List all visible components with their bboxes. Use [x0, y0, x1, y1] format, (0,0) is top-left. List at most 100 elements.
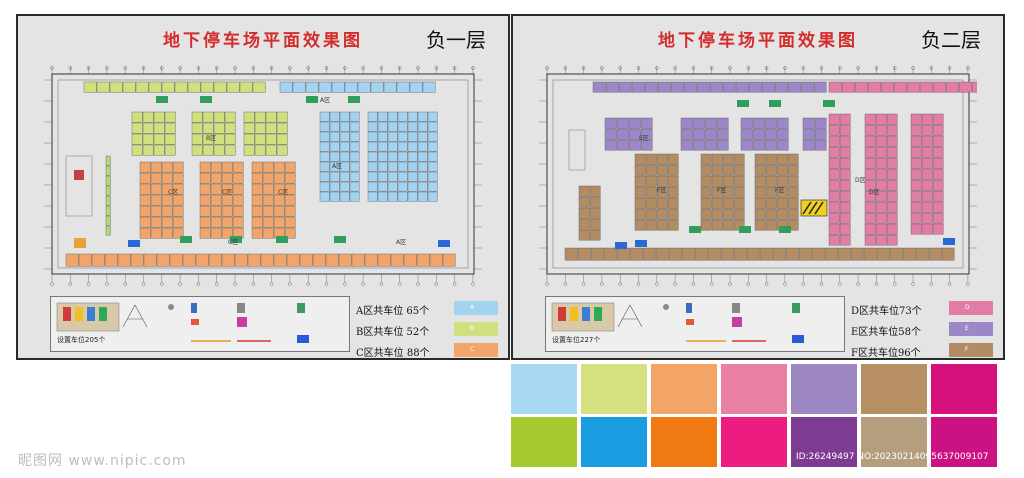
- parking-space: [417, 161, 428, 172]
- parking-space: [910, 113, 922, 125]
- parking-block: [279, 81, 436, 93]
- parking-space: [407, 151, 418, 162]
- parking-space: [131, 144, 143, 156]
- parking-space: [656, 197, 668, 209]
- axis-bubble: [68, 282, 72, 286]
- parking-space: [886, 190, 898, 202]
- parking-space: [667, 208, 679, 220]
- parking-space: [349, 121, 360, 132]
- parking-space: [195, 253, 209, 267]
- parking-block: [105, 155, 111, 236]
- parking-space: [202, 144, 214, 156]
- parking-space: [921, 190, 933, 202]
- parking-space: [319, 171, 330, 182]
- parking-space: [221, 183, 233, 195]
- parking-space: [694, 247, 708, 261]
- parking-space: [187, 81, 201, 93]
- parking-space: [776, 197, 788, 209]
- parking-space: [139, 172, 151, 184]
- parking-block: [592, 81, 827, 93]
- parking-space: [349, 171, 360, 182]
- parking-space: [628, 128, 641, 140]
- parking-space: [251, 227, 263, 239]
- parking-space: [864, 146, 876, 158]
- parking-space: [707, 247, 721, 261]
- parking-space: [417, 141, 428, 152]
- direction-sign: [689, 226, 701, 233]
- parking-space: [377, 131, 388, 142]
- axis-bubble: [966, 282, 970, 286]
- direction-sign: [348, 96, 360, 103]
- axis-bubble: [379, 282, 384, 286]
- parking-space: [740, 117, 753, 129]
- parking-space: [704, 128, 717, 140]
- parking-space: [139, 194, 151, 206]
- color-swatch: [861, 417, 927, 467]
- parking-space: [284, 183, 296, 195]
- parking-space: [252, 81, 266, 93]
- axis-bubble: [819, 282, 824, 286]
- parking-space: [700, 186, 712, 198]
- parking-space: [759, 247, 773, 261]
- parking-space: [339, 141, 350, 152]
- parking-space: [735, 81, 749, 93]
- parking-space: [276, 122, 288, 134]
- parking-space: [709, 81, 723, 93]
- parking-space: [199, 227, 211, 239]
- parking-space: [262, 172, 274, 184]
- parking-space: [273, 172, 285, 184]
- parking-space: [893, 81, 907, 93]
- parking-space: [915, 247, 929, 261]
- parking-space: [221, 216, 233, 228]
- equipment-room: [74, 170, 84, 180]
- parking-space: [265, 144, 277, 156]
- parking-space: [886, 212, 898, 224]
- parking-space: [604, 128, 617, 140]
- axis-bubble: [123, 66, 127, 70]
- parking-space: [305, 81, 319, 93]
- parking-space: [656, 175, 668, 187]
- parking-space: [722, 186, 734, 198]
- parking-space: [172, 216, 184, 228]
- parking-space: [339, 191, 350, 202]
- color-swatch: [861, 364, 927, 414]
- parking-space: [221, 205, 233, 217]
- axis-bubble: [50, 282, 54, 286]
- parking-space: [150, 216, 162, 228]
- axis-bubble: [874, 66, 879, 70]
- parking-space: [711, 164, 723, 176]
- parking-space: [603, 247, 617, 261]
- parking-space: [397, 191, 408, 202]
- parking-space: [776, 153, 788, 165]
- parking-space: [161, 172, 173, 184]
- parking-space: [262, 227, 274, 239]
- parking-space: [875, 113, 887, 125]
- parking-space: [921, 201, 933, 213]
- parking-space: [210, 183, 222, 195]
- color-swatch: [581, 364, 647, 414]
- parking-block: [578, 185, 601, 241]
- parking-space: [864, 113, 876, 125]
- parking-space: [634, 197, 646, 209]
- parking-space: [213, 122, 225, 134]
- zone-color-chip: D: [949, 301, 993, 315]
- parking-space: [417, 121, 428, 132]
- outer-wall: [51, 73, 475, 275]
- parking-space: [427, 111, 438, 122]
- parking-space: [273, 194, 285, 206]
- parking-space: [390, 253, 404, 267]
- parking-space: [704, 139, 717, 151]
- parking-space: [427, 171, 438, 182]
- parking-space: [407, 121, 418, 132]
- parking-space: [397, 111, 408, 122]
- parking-space: [839, 168, 851, 180]
- parking-space: [367, 151, 378, 162]
- parking-space: [319, 181, 330, 192]
- parking-space: [604, 117, 617, 129]
- parking-space: [387, 181, 398, 192]
- parking-space: [331, 81, 345, 93]
- parking-block: [604, 117, 653, 151]
- parking-space: [367, 141, 378, 152]
